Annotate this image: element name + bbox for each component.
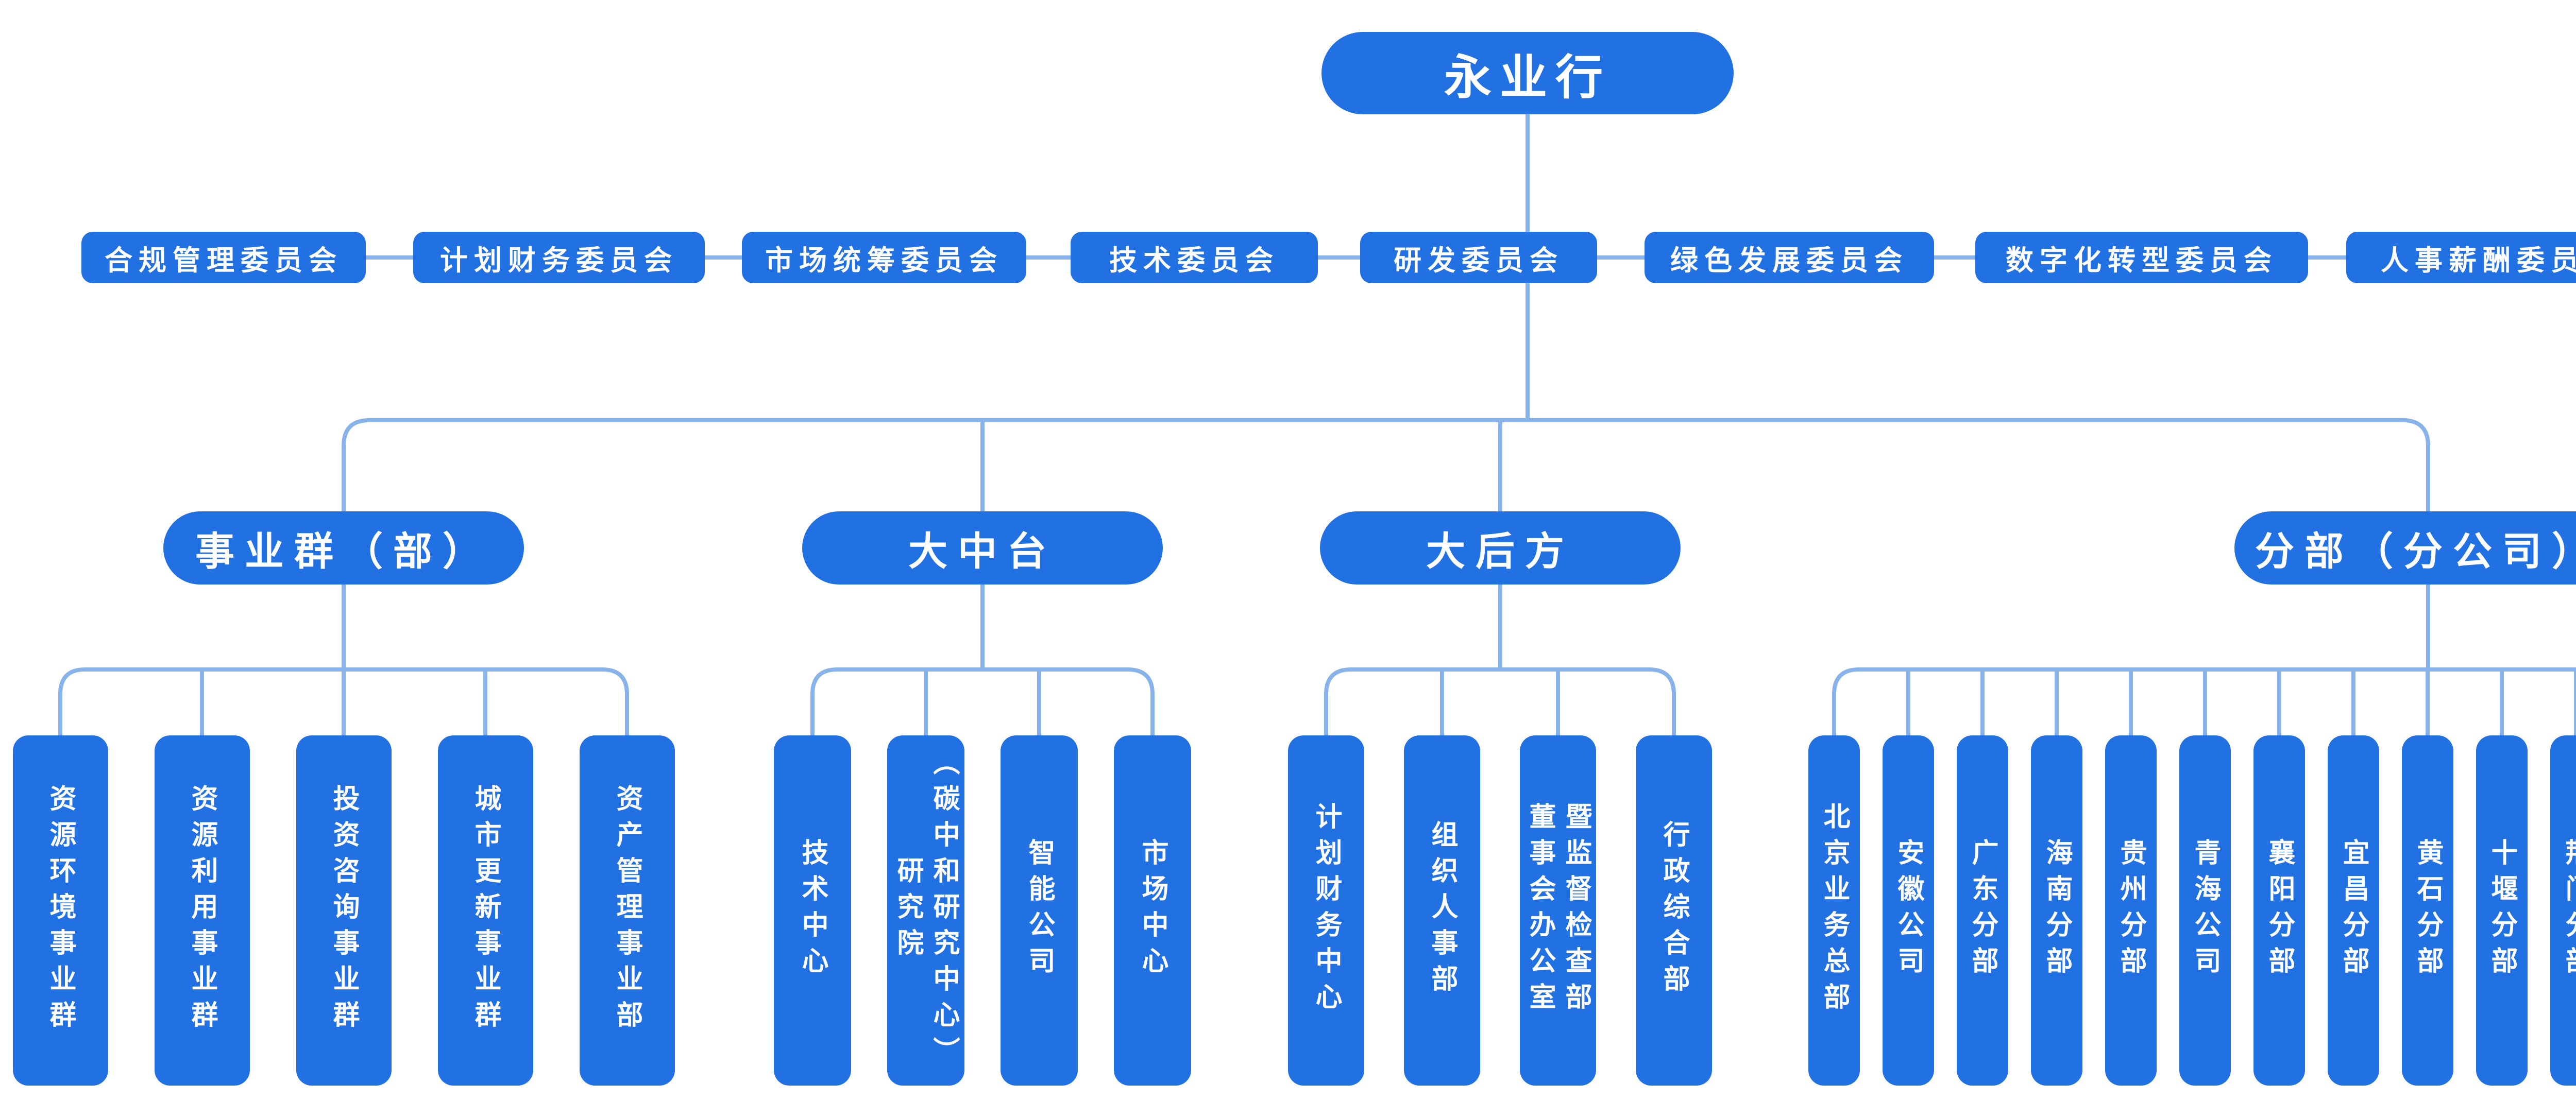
child-node-label: 资源环境事业群: [45, 784, 75, 1037]
child-node: 董事会办公室 暨监督检查部: [1520, 735, 1596, 1086]
child-node: 计划财务中心: [1288, 735, 1364, 1086]
child-node: 贵州分部: [2105, 735, 2157, 1086]
child-node-label: 宜昌分部: [2338, 838, 2368, 983]
child-node-label: 董事会办公室 暨监督检查部: [1525, 802, 1591, 1019]
child-node: 技术中心: [774, 735, 851, 1086]
committee-node: 数字化转型委员会: [1975, 232, 2308, 283]
child-node: 研究院 （碳中和研究中心）: [887, 735, 964, 1086]
child-node-label: 襄阳分部: [2264, 838, 2294, 983]
child-node: 海南分部: [2031, 735, 2082, 1086]
child-node-label: 贵州分部: [2116, 838, 2146, 983]
committee-node: 计划财务委员会: [413, 232, 705, 283]
child-node: 青海公司: [2179, 735, 2231, 1086]
child-node-label: 北京业务总部: [1819, 802, 1849, 1019]
child-node-label: 城市更新事业群: [470, 784, 500, 1037]
child-node: 北京业务总部: [1808, 735, 1860, 1086]
committee-node: 人事薪酬委员会: [2346, 232, 2576, 283]
child-node: 黄石分部: [2402, 735, 2453, 1086]
child-node: 行政综合部: [1636, 735, 1712, 1086]
child-node-label: 十堰分部: [2487, 838, 2517, 983]
child-node: 荆门分部: [2550, 735, 2576, 1086]
child-node: 组织人事部: [1404, 735, 1480, 1086]
committee-node: 技术委员会: [1071, 232, 1318, 283]
child-node-label: 计划财务中心: [1311, 802, 1341, 1019]
child-node: 资源利用事业群: [154, 735, 250, 1086]
child-node-label: 广东分部: [1968, 838, 1997, 983]
child-node: 城市更新事业群: [437, 735, 533, 1086]
child-node-label: 研究院 （碳中和研究中心）: [893, 748, 959, 1073]
child-node-label: 投资咨询事业群: [329, 784, 359, 1037]
child-node-label: 安徽公司: [1893, 838, 1923, 983]
child-node-label: 青海公司: [2190, 838, 2220, 983]
child-node-label: 荆门分部: [2561, 838, 2576, 983]
group-node: 分部（分公司）: [2234, 511, 2576, 585]
committee-node: 市场统筹委员会: [742, 232, 1026, 283]
child-node: 襄阳分部: [2253, 735, 2305, 1086]
child-node: 宜昌分部: [2328, 735, 2379, 1086]
child-node: 十堰分部: [2476, 735, 2528, 1086]
child-node-label: 海南分部: [2042, 838, 2072, 983]
child-node-label: 资源利用事业群: [187, 784, 217, 1037]
child-node-label: 组织人事部: [1427, 820, 1457, 1001]
group-node: 事业群（部）: [163, 511, 524, 585]
group-node: 大后方: [1320, 511, 1681, 585]
child-node: 资源环境事业群: [12, 735, 108, 1086]
org-root-node: 永业行: [1321, 32, 1734, 114]
committee-node: 绿色发展委员会: [1645, 232, 1934, 283]
child-node-label: 市场中心: [1138, 838, 1167, 983]
child-node: 智能公司: [1001, 735, 1078, 1086]
child-node-label: 智能公司: [1024, 838, 1054, 983]
committee-node: 合规管理委员会: [81, 232, 366, 283]
child-node-label: 黄石分部: [2413, 838, 2443, 983]
child-node: 市场中心: [1114, 735, 1191, 1086]
child-node: 安徽公司: [1883, 735, 1934, 1086]
child-node-label: 行政综合部: [1659, 820, 1689, 1001]
group-node: 大中台: [802, 511, 1163, 585]
child-node: 投资咨询事业群: [296, 735, 392, 1086]
child-node: 资产管理事业部: [579, 735, 675, 1086]
committee-node: 研发委员会: [1360, 232, 1597, 283]
child-node-label: 技术中心: [798, 838, 827, 983]
child-node: 广东分部: [1957, 735, 2008, 1086]
child-node-label: 资产管理事业部: [612, 784, 642, 1037]
